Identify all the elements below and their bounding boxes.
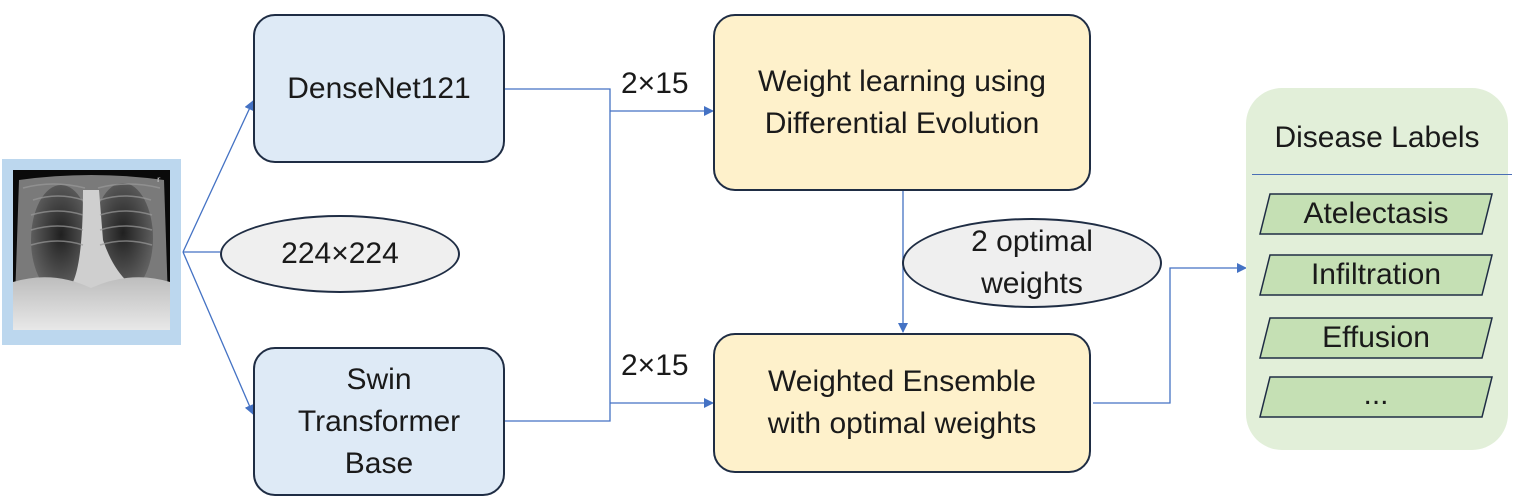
input-size-ellipse: 224×224	[220, 215, 460, 293]
weight-learning-box: Weight learning using Differential Evolu…	[713, 14, 1091, 191]
label-parallelogram	[1259, 317, 1493, 359]
input-size-label: 224×224	[281, 237, 399, 270]
arrow-ensemble-to-labels	[1093, 263, 1247, 404]
disease-label-text: Atelectasis	[1303, 197, 1449, 230]
panel-divider	[1252, 174, 1512, 175]
label-parallelogram	[1259, 254, 1493, 296]
swin-label: Swin Transformer Base	[297, 362, 461, 480]
svg-text:r: r	[157, 175, 161, 184]
disease-label-text: Infiltration	[1310, 258, 1442, 291]
label-parallelogram	[1259, 193, 1493, 235]
xray-drawing: r	[13, 170, 170, 330]
disease-label-item: Atelectasis	[1259, 193, 1493, 235]
densenet-box: DenseNet121	[253, 14, 505, 163]
arrow-image-to-densenet	[182, 100, 254, 253]
disease-label-text: ...	[1363, 378, 1389, 411]
optimal-weights-label: 2 optimal weights	[971, 225, 1093, 300]
disease-labels-title: Disease Labels	[1274, 121, 1480, 154]
bottom-dimension-label: 2×15	[621, 349, 689, 382]
disease-label-text: Effusion	[1322, 321, 1430, 354]
weighted-ensemble-label: Weighted Ensemble with optimal weights	[767, 365, 1037, 440]
disease-label-item: ...	[1259, 376, 1493, 418]
chest-xray-image: r	[13, 170, 170, 330]
weighted-ensemble-box: Weighted Ensemble with optimal weights	[713, 333, 1091, 473]
optimal-weights-ellipse: 2 optimal weights	[902, 218, 1162, 308]
swin-transformer-box: Swin Transformer Base	[253, 347, 505, 496]
line-densenet-out	[505, 88, 611, 422]
top-dimension-label: 2×15	[621, 67, 689, 100]
disease-label-item: Infiltration	[1259, 254, 1493, 296]
disease-label-item: Effusion	[1259, 317, 1493, 359]
arrow-image-to-swin	[182, 251, 255, 415]
weight-learning-label: Weight learning using Differential Evolu…	[758, 64, 1046, 140]
densenet-label: DenseNet121	[287, 71, 471, 105]
label-parallelogram	[1259, 376, 1493, 418]
